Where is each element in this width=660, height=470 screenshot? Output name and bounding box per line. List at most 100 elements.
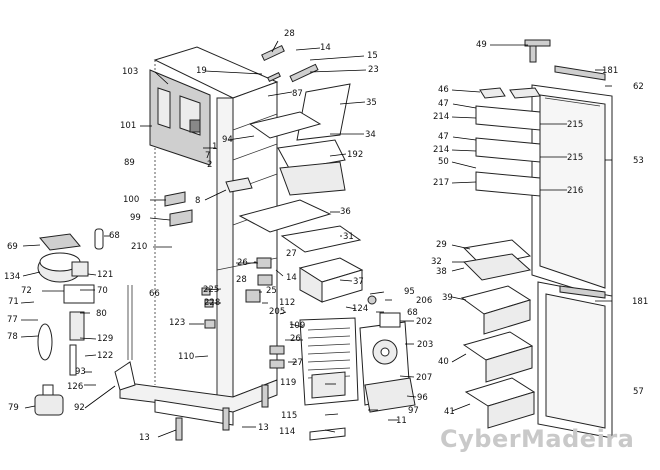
top-small-parts bbox=[261, 44, 319, 83]
part-label-40: 40 bbox=[438, 357, 449, 367]
top-housing bbox=[149, 69, 211, 166]
part-label-26a: 26 bbox=[237, 258, 248, 268]
part-label-119: 119 bbox=[280, 378, 296, 388]
part-label-57: 57 bbox=[633, 387, 644, 397]
leader-lines bbox=[20, 40, 612, 438]
part-label-77: 77 bbox=[7, 315, 18, 325]
part-label-123: 123 bbox=[169, 318, 185, 328]
part-label-205: 205 bbox=[269, 307, 285, 317]
part-label-210: 210 bbox=[131, 242, 147, 252]
part-label-207: 207 bbox=[416, 373, 432, 383]
part-label-114: 114 bbox=[279, 427, 295, 437]
part-label-37: 37 bbox=[353, 277, 364, 287]
part-label-71: 71 bbox=[8, 297, 19, 307]
part-label-14a: 14 bbox=[320, 43, 331, 53]
part-label-126: 126 bbox=[67, 382, 83, 392]
part-label-202: 202 bbox=[416, 317, 432, 327]
part-label-27a: 27 bbox=[286, 249, 297, 259]
part-label-72: 72 bbox=[21, 286, 32, 296]
part-label-214b: 214 bbox=[433, 145, 449, 155]
part-label-181a: 181 bbox=[602, 66, 618, 76]
part-label-53: 53 bbox=[633, 156, 644, 166]
part-label-93: 93 bbox=[75, 367, 86, 377]
part-label-68b: 68 bbox=[407, 308, 418, 318]
part-label-124: 124 bbox=[352, 304, 368, 314]
part-label-215a: 215 bbox=[567, 120, 583, 130]
part-label-26b: 26 bbox=[290, 334, 301, 344]
part-label-8: 8 bbox=[195, 196, 200, 206]
crisper-37 bbox=[298, 257, 364, 303]
evaporator bbox=[299, 317, 359, 406]
part-label-225: 225 bbox=[203, 285, 219, 295]
part-label-50: 50 bbox=[438, 157, 449, 167]
part-label-32: 32 bbox=[431, 257, 442, 267]
part-label-1: 1 bbox=[212, 142, 217, 152]
part-label-46: 46 bbox=[438, 85, 449, 95]
part-label-11x: 11 bbox=[396, 416, 407, 426]
part-label-25: 25 bbox=[266, 286, 277, 296]
part-label-13a: 13 bbox=[139, 433, 150, 443]
part-label-66: 66 bbox=[149, 289, 160, 299]
part-label-110: 110 bbox=[178, 352, 194, 362]
part-label-68: 68 bbox=[109, 231, 120, 241]
fan-housing bbox=[359, 321, 416, 413]
part-label-192: 192 bbox=[347, 150, 363, 160]
part-label-49: 49 bbox=[476, 40, 487, 50]
part-label-27b: 27 bbox=[292, 358, 303, 368]
part-label-121: 121 bbox=[97, 270, 113, 280]
part-label-115: 115 bbox=[281, 411, 297, 421]
part-label-181b: 181 bbox=[632, 297, 648, 307]
part-label-129: 129 bbox=[97, 334, 113, 344]
part-label-103: 103 bbox=[122, 67, 138, 77]
part-label-97: 97 bbox=[408, 406, 419, 416]
part-label-96: 96 bbox=[417, 393, 428, 403]
part-label-203: 203 bbox=[417, 340, 433, 350]
part-label-92: 92 bbox=[74, 403, 85, 413]
part-label-99: 99 bbox=[130, 213, 141, 223]
part-label-89: 89 bbox=[124, 158, 135, 168]
part-label-216: 216 bbox=[567, 186, 583, 196]
legs bbox=[175, 384, 346, 441]
part-label-29: 29 bbox=[436, 240, 447, 250]
mid-small-parts bbox=[164, 177, 401, 369]
part-label-78: 78 bbox=[7, 332, 18, 342]
freezer-drawers bbox=[460, 239, 536, 429]
compressor-group bbox=[34, 228, 136, 416]
part-label-38: 38 bbox=[436, 267, 447, 277]
watermark-text: CyberMadeira bbox=[440, 425, 634, 453]
part-label-100: 100 bbox=[123, 195, 139, 205]
part-label-19: 19 bbox=[196, 66, 207, 76]
fridge-door bbox=[524, 39, 613, 301]
part-label-23: 23 bbox=[368, 65, 379, 75]
part-label-36: 36 bbox=[340, 207, 351, 217]
part-label-7: 7 bbox=[205, 151, 210, 161]
part-label-41: 41 bbox=[444, 407, 455, 417]
part-label-134: 134 bbox=[4, 272, 20, 282]
part-label-47b: 47 bbox=[438, 132, 449, 142]
part-label-95: 95 bbox=[404, 287, 415, 297]
part-label-87: 87 bbox=[292, 89, 303, 99]
part-label-14b: 14 bbox=[286, 273, 297, 283]
cabinet-body bbox=[119, 46, 279, 426]
part-label-34: 34 bbox=[365, 130, 376, 140]
part-label-94: 94 bbox=[222, 135, 233, 145]
part-label-31: 31 bbox=[343, 232, 354, 242]
part-label-79: 79 bbox=[8, 403, 19, 413]
part-label-39: 39 bbox=[442, 293, 453, 303]
part-label-69: 69 bbox=[7, 242, 18, 252]
part-label-28b: 28 bbox=[236, 275, 247, 285]
freezer-door bbox=[537, 281, 613, 439]
part-label-214a: 214 bbox=[433, 112, 449, 122]
part-label-28: 28 bbox=[284, 29, 295, 39]
part-label-217: 217 bbox=[433, 178, 449, 188]
part-label-2: 2 bbox=[207, 160, 212, 170]
part-label-228: 228 bbox=[204, 298, 220, 308]
part-label-109: 109 bbox=[289, 321, 305, 331]
part-label-101: 101 bbox=[120, 121, 136, 131]
part-label-122: 122 bbox=[97, 351, 113, 361]
part-label-206: 206 bbox=[416, 296, 432, 306]
part-label-13b: 13 bbox=[258, 423, 269, 433]
